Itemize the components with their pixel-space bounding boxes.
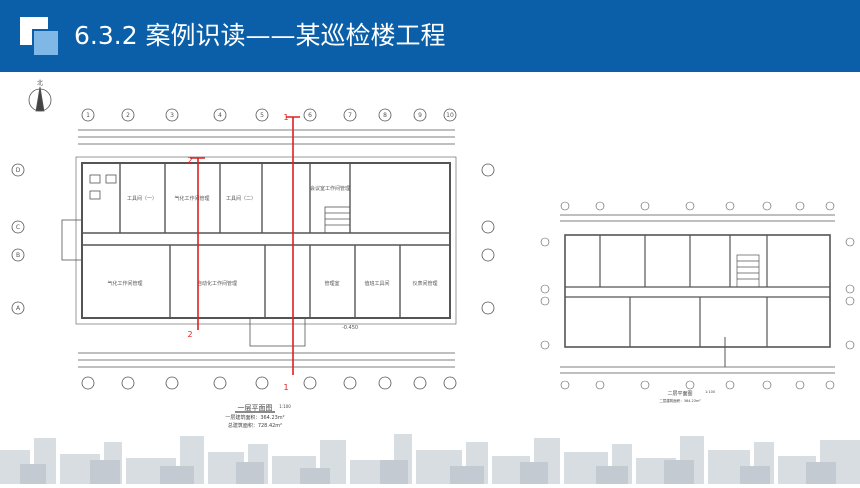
first-floor-drawing: 1 2 3 4 5 6 7 8 9 10 D C B A 北 工具间（一） 气化…: [11, 79, 495, 429]
room-label: 管理室: [324, 280, 339, 287]
plan-title: 二层平面图: [667, 391, 692, 397]
room-label: 仪表间管理: [412, 280, 437, 287]
logo-icon: [20, 17, 60, 57]
section-mark: 1: [283, 113, 288, 122]
axis-label: 6: [308, 112, 312, 119]
axis-label: C: [16, 224, 20, 231]
plan-scale: 1:100: [279, 404, 291, 409]
second-floor-drawing: 二层平面图 1:100 二层建筑面积：364.23m²: [540, 201, 855, 403]
slide-title: 6.3.2 案例识读——某巡检楼工程: [74, 21, 446, 50]
area-line: 总建筑面积：728.42m²: [228, 422, 282, 429]
axis-label: 10: [446, 112, 454, 119]
area-line: 二层建筑面积：364.23m²: [659, 398, 701, 403]
room-label: 工具间（一）: [127, 195, 157, 202]
room-label: 值班工具间: [364, 280, 389, 287]
section-mark: 2: [187, 330, 192, 339]
room-label: 工具间（二）: [226, 195, 256, 202]
area-line: 一层建筑面积：364.23m²: [225, 414, 284, 421]
north-label: 北: [37, 79, 43, 87]
room-label: 气化工作间管理: [107, 280, 142, 287]
section-mark: 1: [283, 383, 288, 392]
header-bar: 6.3.2 案例识读——某巡检楼工程: [0, 0, 860, 72]
axis-label: 5: [260, 112, 264, 119]
axis-label: 7: [348, 112, 352, 119]
axis-label: 1: [86, 112, 90, 119]
axis-label: 2: [126, 112, 130, 119]
room-label: 气化工作间管理: [174, 195, 209, 202]
second-floor-plan: 二层平面图 1:100 二层建筑面积：364.23m²: [505, 197, 860, 405]
axis-label: 8: [383, 112, 387, 119]
axis-label: A: [16, 305, 21, 312]
plan-title: 一层平面图: [238, 404, 273, 412]
axis-label: D: [16, 167, 21, 174]
axis-label: B: [16, 252, 20, 259]
room-label: 自动化工作间管理: [197, 280, 237, 287]
plan-scale: 1:100: [705, 390, 715, 394]
axis-label: 3: [170, 112, 174, 119]
skyline-footer: [0, 430, 860, 484]
axis-label: 9: [418, 112, 422, 119]
elevation-label: -0.450: [342, 325, 358, 331]
room-label: 会议室工作间管理: [310, 185, 350, 192]
axis-label: 4: [218, 112, 222, 119]
section-mark: 2: [187, 156, 192, 165]
first-floor-plan: 1 2 3 4 5 6 7 8 9 10 D C B A 北 工具间（一） 气化…: [10, 75, 497, 430]
